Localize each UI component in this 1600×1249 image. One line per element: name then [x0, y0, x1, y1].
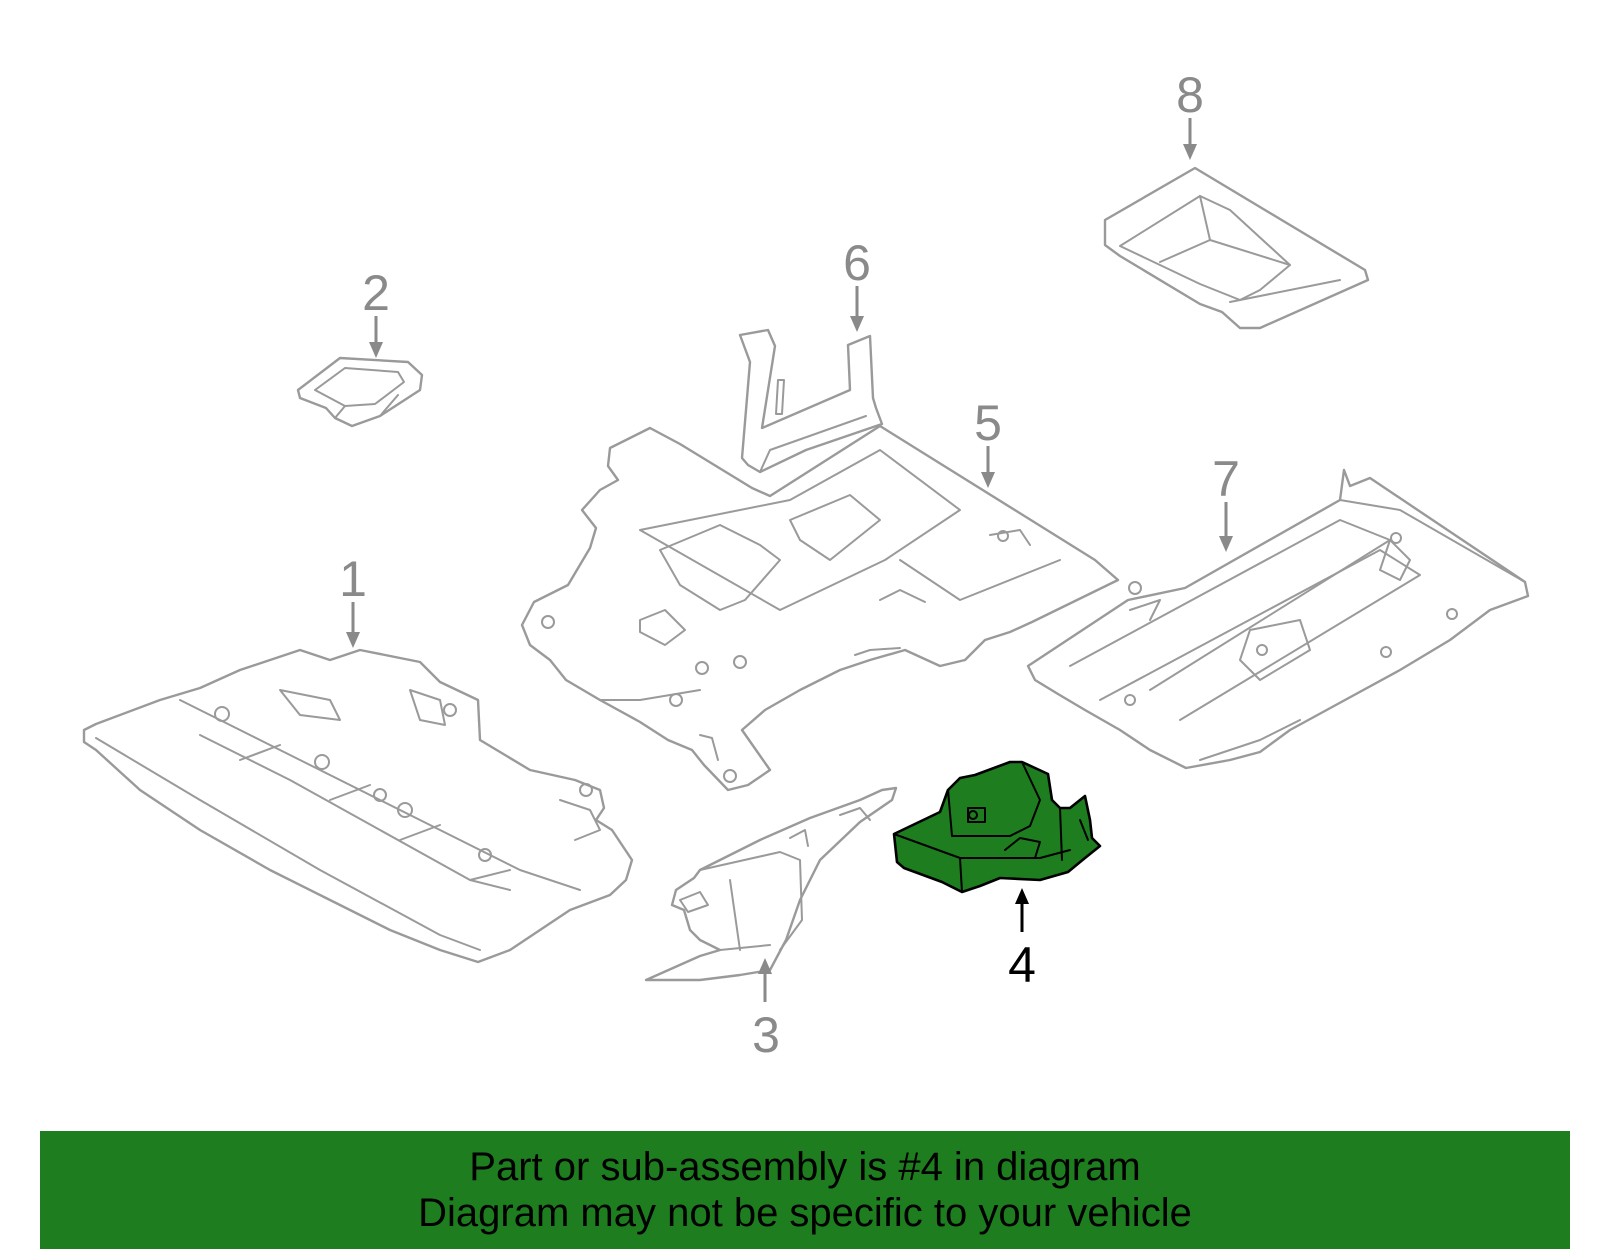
banner-line-disclaimer: Diagram may not be specific to your vehi… [418, 1191, 1192, 1235]
arrow-6-head [850, 316, 864, 332]
callout-1: 1 [339, 551, 367, 607]
part-3-side-panel[interactable] [644, 786, 898, 982]
arrow-3-head [758, 958, 772, 974]
info-banner: Part or sub-assembly is #4 in diagram Di… [40, 1131, 1570, 1249]
callout-7: 7 [1212, 451, 1240, 507]
callout-2: 2 [362, 265, 390, 321]
part-4-highlighted-bracket[interactable] [892, 760, 1102, 894]
callout-3: 3 [752, 1007, 780, 1063]
callout-labels: 1 2 3 4 5 6 7 8 [339, 67, 1240, 1063]
arrow-5-head [981, 472, 995, 488]
arrow-7-head [1219, 536, 1233, 552]
arrow-4-head [1015, 888, 1029, 904]
callout-arrows [346, 118, 1233, 1002]
arrow-2-head [369, 342, 383, 358]
part-5-floor-panel[interactable] [520, 424, 1120, 792]
part-7-rear-panel[interactable] [1026, 468, 1530, 770]
part-8-shield[interactable] [1103, 166, 1370, 330]
part-2-cover[interactable] [296, 356, 424, 428]
callout-8: 8 [1176, 67, 1204, 123]
banner-line-part: Part or sub-assembly is #4 in diagram [469, 1145, 1141, 1189]
callout-5: 5 [974, 395, 1002, 451]
arrow-8-head [1183, 144, 1197, 160]
callout-6: 6 [843, 235, 871, 291]
arrow-1-head [346, 632, 360, 648]
part-1-front-shield[interactable] [82, 648, 634, 964]
callout-4: 4 [1008, 937, 1036, 993]
part-6-bracket[interactable] [738, 328, 884, 474]
